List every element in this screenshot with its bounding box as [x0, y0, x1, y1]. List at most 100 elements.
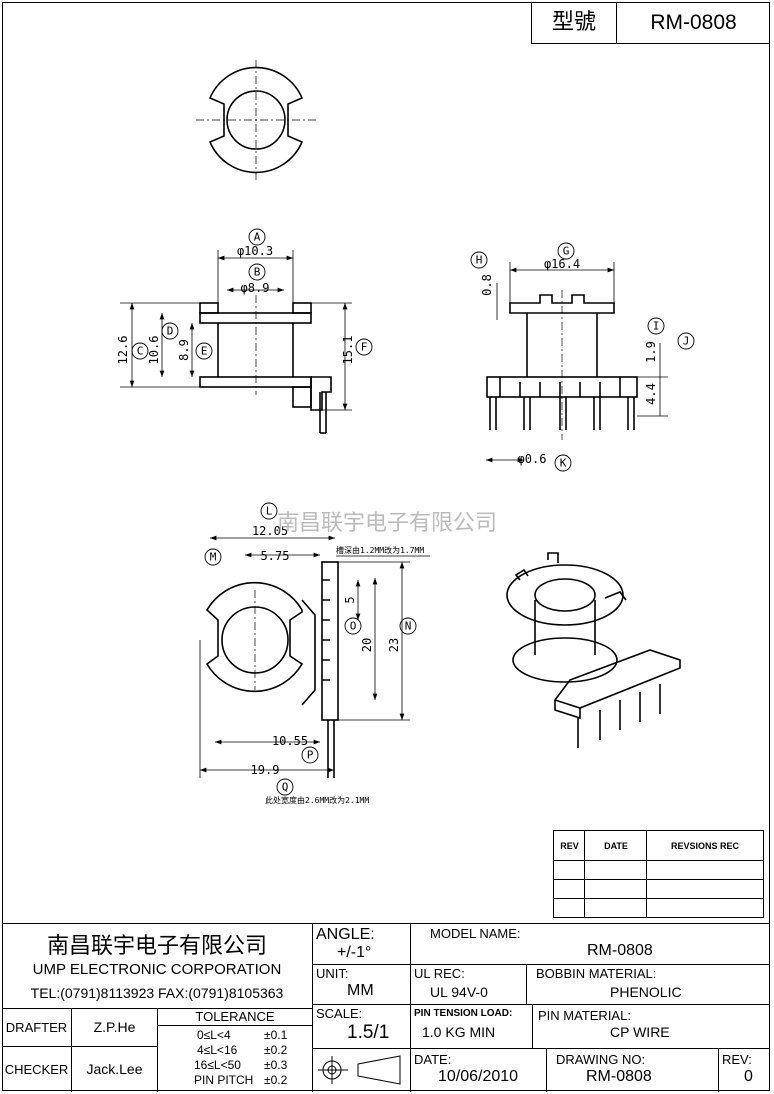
dim-g: φ16.4 — [544, 257, 580, 271]
pin-tension-value: 1.0 KG MIN — [422, 1024, 496, 1040]
pin-material-value: CP WIRE — [610, 1024, 670, 1040]
tb-vline-2 — [410, 924, 411, 1092]
tb-vline-4 — [532, 1004, 533, 1048]
note-top: 槽深由1.2MM改为1.7MM — [336, 545, 424, 555]
model-name-value: RM-0808 — [587, 942, 653, 959]
rev-label: REV: — [722, 1052, 752, 1067]
pin-tension-label: PIN TENSION LOAD: — [414, 1008, 513, 1019]
model-name-label: MODEL NAME: — [430, 926, 521, 941]
label-m: M — [210, 551, 217, 564]
dim-i: 1.9 — [644, 341, 658, 363]
dim-m: 5.75 — [261, 549, 290, 563]
angle-label: ANGLE: — [316, 926, 375, 943]
dim-l: 12.05 — [252, 524, 288, 538]
revision-table: REV DATE REVSIONS REC — [553, 830, 764, 918]
tb-hline-1 — [312, 964, 770, 965]
rev-col-2 — [585, 831, 647, 917]
tol-range-1: 0≤L<4 — [197, 1028, 231, 1042]
company-cn: 南昌联宇电子有限公司 — [46, 934, 267, 959]
dim-b: φ8.9 — [241, 281, 270, 295]
label-k: K — [560, 457, 567, 470]
title-block: 南昌联宇电子有限公司 UMP ELECTRONIC CORPORATION TE… — [2, 923, 770, 1092]
side-view — [486, 290, 638, 440]
scale-label: SCALE: — [316, 1006, 363, 1021]
ul-rec-label: UL REC: — [414, 966, 465, 981]
front-view — [199, 295, 332, 434]
label-o: O — [350, 620, 357, 633]
unit-value: MM — [347, 982, 374, 999]
tol-value-2: ±0.2 — [264, 1043, 288, 1057]
tb-vline-3 — [526, 964, 527, 1004]
tol-range-2: 4≤L<16 — [197, 1043, 238, 1057]
tb-vline-6 — [718, 1048, 719, 1092]
label-l: L — [266, 505, 273, 518]
date-label: DATE: — [414, 1052, 452, 1067]
drafter-label: DRAFTER — [2, 1008, 72, 1047]
dim-d: 10.6 — [147, 336, 161, 365]
label-a: A — [254, 231, 261, 244]
label-n: N — [405, 620, 412, 633]
watermark: 南昌联宇电子有限公司 — [277, 511, 497, 536]
label-b: B — [254, 266, 261, 279]
label-e: E — [201, 345, 208, 358]
tol-range-3: 16≤L<50 — [194, 1058, 241, 1072]
dim-a: φ10.3 — [237, 244, 273, 258]
tol-value-3: ±0.3 — [264, 1058, 288, 1072]
tb-vline-5 — [546, 1048, 547, 1092]
note-bottom: 此处宽度由2.6MM改为2.1MM — [265, 795, 369, 805]
checker-value: Jack.Lee — [72, 1047, 158, 1092]
tolerance-label: TOLERANCE — [158, 1008, 312, 1026]
technical-drawing: A B C D E F G H I J K L M O N P Q φ10.3 … — [116, 60, 695, 805]
dim-o-20: 20 — [360, 638, 374, 652]
label-q: Q — [282, 781, 289, 794]
rev-header-date: DATE — [585, 831, 647, 861]
checker-label: CHECKER — [2, 1047, 72, 1092]
company-en: UMP ELECTRONIC CORPORATION — [32, 961, 282, 978]
tol-value-1: ±0.1 — [264, 1028, 288, 1042]
pin-material-label: PIN MATERIAL: — [538, 1008, 631, 1023]
bobbin-value: PHENOLIC — [610, 984, 682, 1000]
isometric-view — [506, 552, 681, 748]
bobbin-label: BOBBIN MATERIAL: — [536, 966, 657, 981]
top-view — [196, 60, 316, 180]
label-c: C — [137, 345, 144, 358]
label-d: D — [167, 325, 174, 338]
tb-hline-3 — [312, 1048, 770, 1049]
company-contact: TEL:(0791)8113923 FAX:(0791)8105363 — [30, 985, 284, 1001]
rev-row-line-2 — [554, 898, 763, 899]
drafter-value: Z.P.He — [72, 1008, 158, 1047]
rev-col-1 — [554, 831, 585, 917]
label-g: G — [563, 245, 570, 258]
label-p: P — [307, 749, 314, 762]
drawing-no-value: RM-0808 — [586, 1068, 652, 1085]
date-value: 10/06/2010 — [438, 1068, 519, 1085]
dim-o-5: 5 — [343, 596, 357, 603]
dim-n: 23 — [387, 638, 401, 652]
ul-rec-value: UL 94V-0 — [430, 984, 488, 1000]
angle-value: +/-1° — [337, 944, 372, 961]
rev-value: 0 — [744, 1068, 753, 1085]
rev-row-line-1 — [554, 879, 763, 880]
model-header-label: 型號 — [532, 2, 617, 43]
tol-range-4: PIN PITCH — [194, 1073, 254, 1087]
dim-e: 8.9 — [177, 339, 191, 361]
label-h: H — [476, 254, 483, 267]
label-f: F — [361, 341, 368, 354]
dim-p: 10.55 — [272, 734, 308, 748]
model-header-value: RM-0808 — [650, 11, 737, 34]
tol-value-4: ±0.2 — [264, 1073, 288, 1087]
drawing-no-label: DRAWING NO: — [556, 1052, 646, 1067]
rev-header-rec: REVSIONS REC — [647, 831, 763, 861]
tb-vline-main — [312, 924, 313, 1092]
dim-f: 15.1 — [341, 336, 355, 365]
model-header-box: 型號 RM-0808 — [531, 2, 770, 44]
rev-header-rev: REV — [554, 831, 585, 861]
dim-h: 0.8 — [480, 274, 494, 296]
label-j: J — [683, 335, 690, 348]
unit-label: UNIT: — [316, 966, 349, 981]
dim-c: 12.6 — [116, 336, 130, 365]
tb-hline-2 — [312, 1004, 770, 1005]
dim-k: φ0.6 — [518, 452, 547, 466]
scale-value: 1.5/1 — [347, 1022, 390, 1043]
